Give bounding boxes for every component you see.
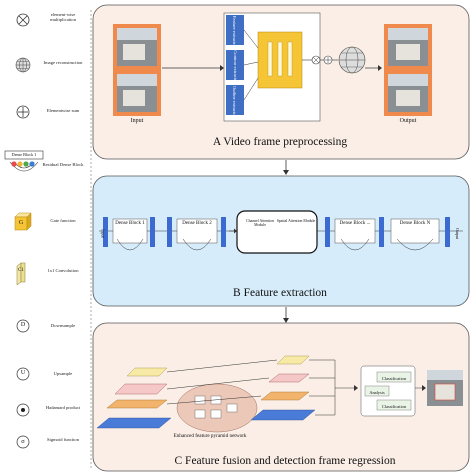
dense-block-icon [4,150,44,172]
conv-1x1-icon [16,262,26,286]
gate-badge: G [18,220,24,226]
output-label: Output [399,118,417,124]
legend-label-upsample: Upsample [53,371,73,376]
dense-block-2-label: Dense Block 2 [182,221,212,226]
sphere-grid-icon [15,57,31,73]
legend-label-hadamard: Hadamard product [45,405,81,410]
panel-b-caption: B Feature extraction [233,287,327,299]
sigmoid-icon [16,435,30,449]
dense-block-ellipsis-label: Dense Block ... [339,221,371,226]
legend-label-dense-block: Residual Dense Block [42,162,84,167]
legend-label-gate: Gate function [50,218,76,223]
legend-label-reconstruction: Image reconstruction [43,60,83,65]
panel-c-caption: C Feature fusion and detection frame reg… [174,455,396,467]
legend-label-downsample: Downsample [50,323,76,328]
legend-label-sum: Elementwise sum [46,108,80,113]
panel-a-caption: A Video frame preprocessing [212,136,348,148]
dense-block-badge: Dense Block 1 [11,152,37,157]
head-analysis: Analysis [369,390,385,395]
head-classification-bottom: Classification [381,404,407,409]
outline-extractor-label: Outline extractor [232,85,238,117]
preprocessing-core [162,12,382,122]
legend-label-multiplication: element-wise multiplication [50,12,76,23]
feature-extractor-box: Feature extractor [226,15,244,47]
pipeline-output-label: Output [455,227,461,239]
outline-extractor-box: Outline extractor [226,85,244,117]
circle-x-icon [16,13,30,27]
legend-label-conv: 1x1 Convolution [47,268,79,273]
downsample-badge: D [20,322,26,328]
contour-extractor-box: Contour extractor [226,49,244,83]
circle-plus-icon [16,105,30,119]
output-frames [384,24,432,116]
pipeline-input-tag: Input [97,226,109,240]
network-label: Enhanced feature pyramid network [173,433,247,439]
input-frames [113,24,161,116]
sigmoid-badge: σ [21,438,25,445]
pipeline-input-label: Input [100,228,106,238]
arrow-a-to-b [283,160,289,175]
upsample-badge: U [20,370,26,376]
input-label: Input [130,118,144,124]
feature-extractor-label: Feature extractor [232,15,238,47]
arrow-b-to-c [283,307,289,323]
conv-badge: C1 [18,268,24,273]
legend-label-sigmoid: Sigmoid function [46,437,80,442]
spatial-attention-label: Spatial Attention Module [276,219,316,223]
head-classification-top: Classification [381,376,407,381]
feature-pyramid [96,355,463,433]
dense-block-1-label: Dense Block 1 [115,221,145,226]
feature-extraction-pipeline [99,210,463,254]
panel-connector [90,10,92,470]
gate-function-icon [14,212,32,231]
upsample-icon [16,367,30,381]
downsample-icon [16,319,30,333]
hadamard-icon [16,403,30,417]
contour-extractor-label: Contour extractor [232,49,238,83]
dense-block-n-label: Dense Block N [399,221,431,226]
pipeline-output-tag: Output [452,226,464,240]
channel-attention-label: Channel Attention Module [246,219,274,228]
